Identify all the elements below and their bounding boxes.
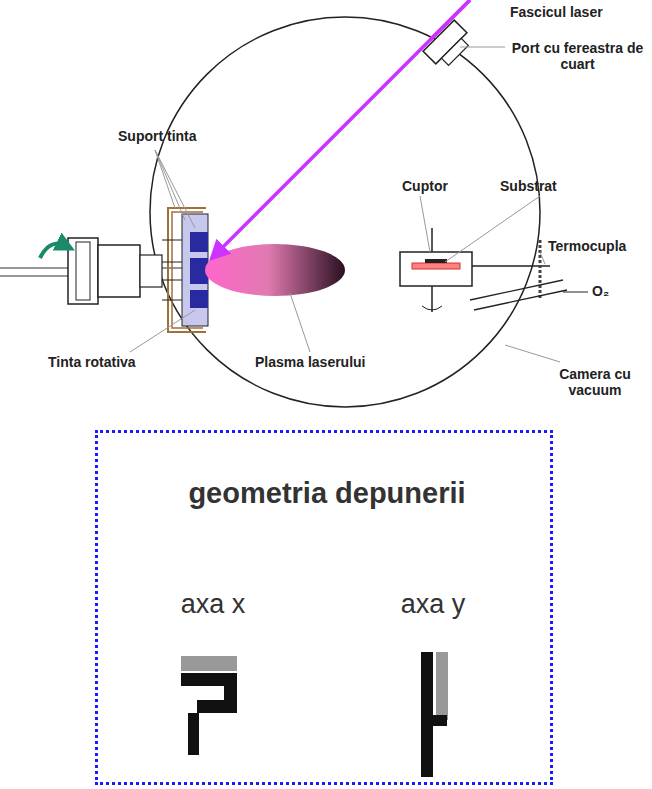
rotation-flange xyxy=(68,238,98,304)
rotation-arrow xyxy=(40,244,66,258)
part-label: Camera cu vacuum xyxy=(545,366,645,398)
part-label: Cuptor xyxy=(402,178,448,194)
panel-title: geometria depunerii xyxy=(188,477,465,510)
axis-label: axa y xyxy=(401,589,466,620)
deposition-geometry xyxy=(181,652,448,777)
axis-label: axa x xyxy=(181,589,246,620)
rotating-target xyxy=(182,214,208,326)
part-label: O₂ xyxy=(592,283,609,299)
part-label: Suport tinta xyxy=(118,128,197,144)
part-label: Substrat xyxy=(500,178,557,194)
part-label: Plasma laserului xyxy=(255,354,366,370)
laser-plasma xyxy=(205,244,345,296)
part-label: Port cu fereastra de cuart xyxy=(510,40,645,72)
part-label: Tinta rotativa xyxy=(48,354,136,370)
thermocouple xyxy=(472,265,550,267)
substrate xyxy=(412,263,460,269)
vacuum-chamber xyxy=(150,17,540,407)
laser-beam xyxy=(212,0,470,258)
oxygen-inlet xyxy=(470,280,563,300)
part-label: Fascicul laser xyxy=(510,4,603,20)
quartz-window-port xyxy=(423,20,474,71)
part-label: Termocupla xyxy=(548,238,626,254)
geometry-panel: geometria depunerii axa x axa y xyxy=(95,430,553,785)
furnace xyxy=(400,252,472,286)
